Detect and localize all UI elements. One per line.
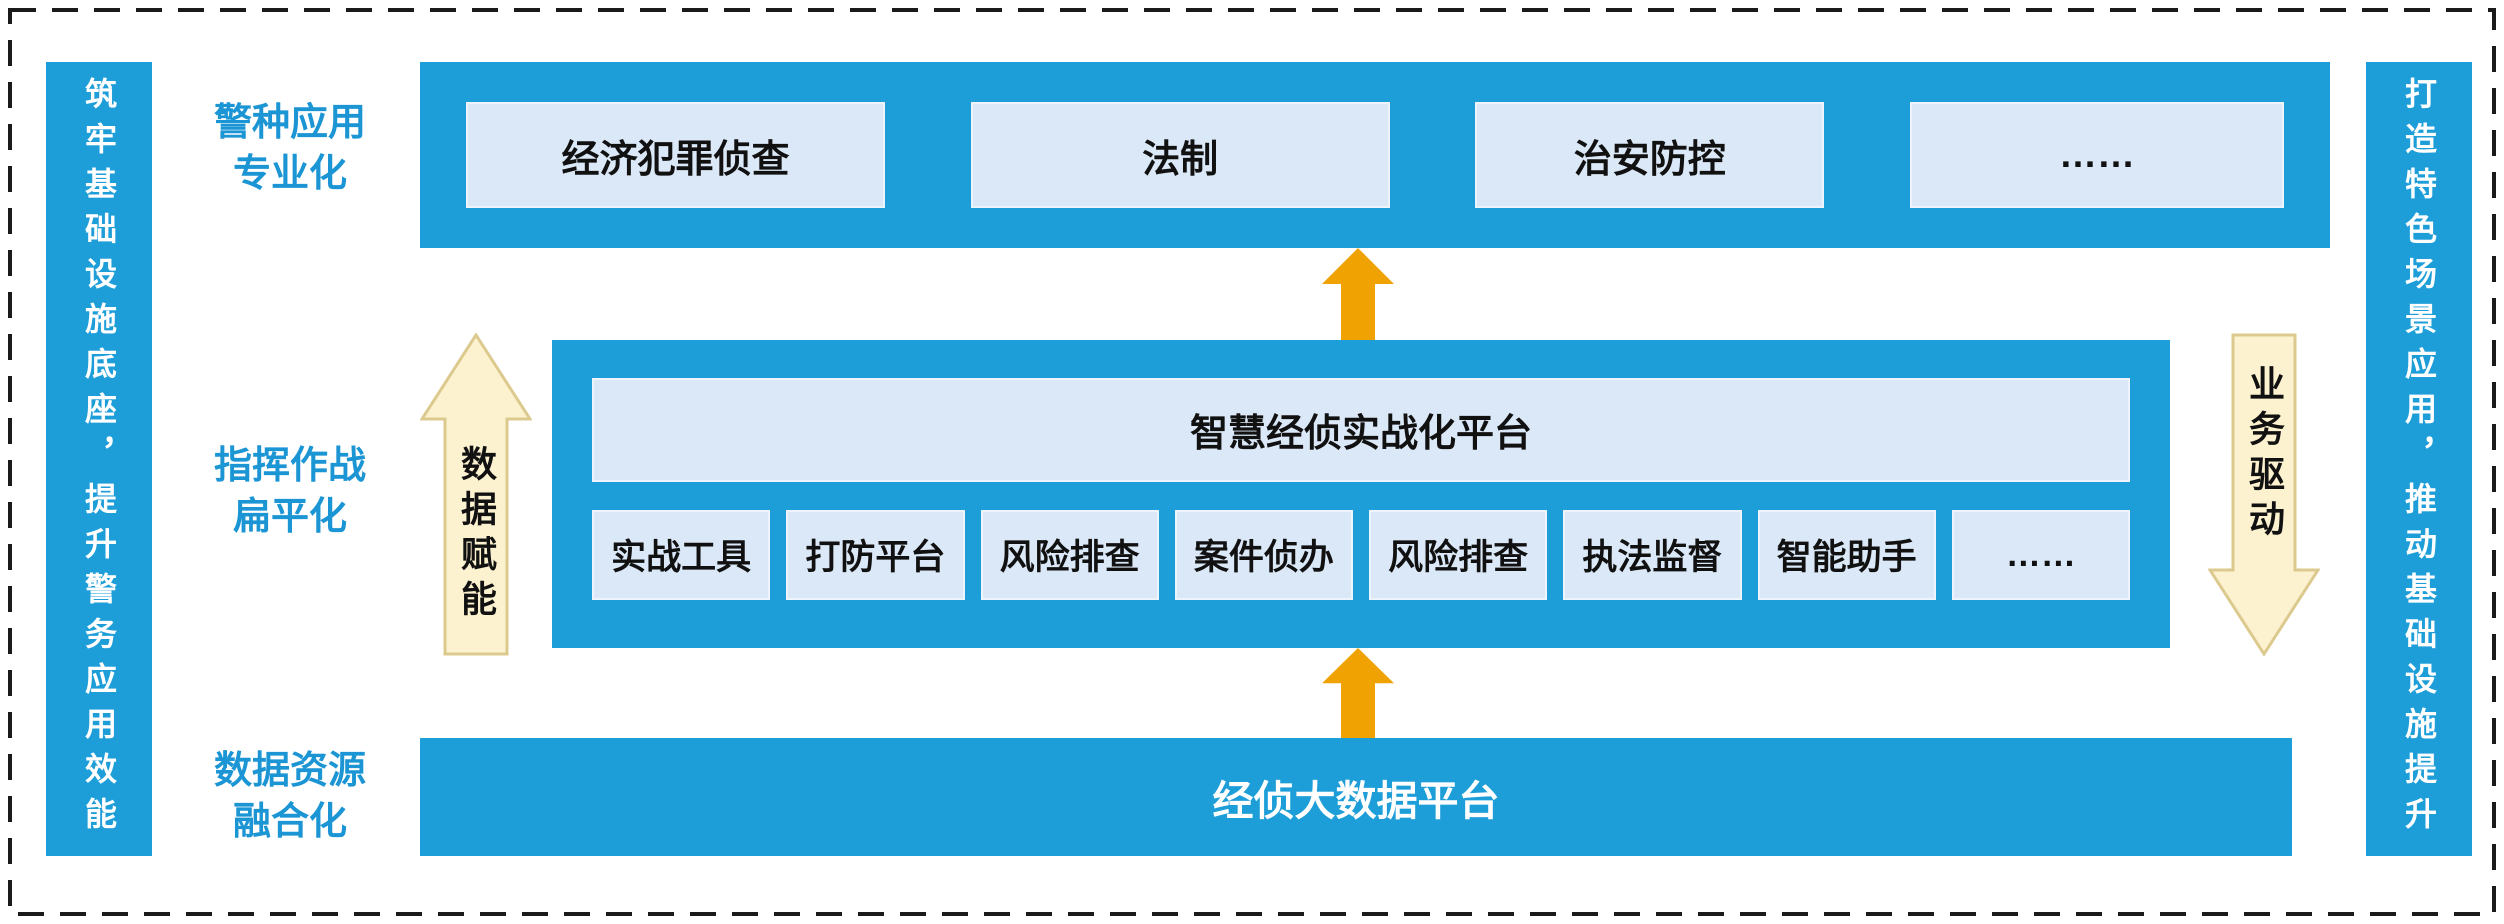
right-goal-banner: 打造特色场景应用，推动基础设施提升 bbox=[2366, 62, 2472, 856]
application-layer-band: 经济犯罪侦查 法制 治安防控 …… bbox=[420, 62, 2330, 248]
app-box-label: 经济犯罪侦查 bbox=[561, 138, 790, 181]
layer-label-line2: 专业化 bbox=[232, 153, 347, 196]
module-label: 执法监督 bbox=[1582, 538, 1723, 578]
big-data-platform-title: 经侦大数据平台 bbox=[1212, 778, 1500, 824]
up-block-arrow-shape bbox=[420, 333, 532, 656]
module-box-law-enforcement-supervision: 执法监督 bbox=[1563, 509, 1742, 600]
layer-label-line1: 警种应用 bbox=[213, 102, 366, 144]
layer-label-data-resources: 数据资源 融合化 bbox=[160, 746, 420, 849]
platform-layer-band: 智慧经侦实战化平台 实战工具 打防平台 风险排查 案件侦办 风险排查 执法监督 … bbox=[552, 340, 2170, 648]
app-box-label: 法制 bbox=[1142, 138, 1219, 181]
layer-label-command-operations: 指挥作战 扁平化 bbox=[160, 441, 420, 544]
up-arrow-middle-to-top bbox=[1322, 248, 1394, 340]
app-box-legal-system: 法制 bbox=[970, 102, 1390, 208]
business-driven-arrow: 业务驱动 bbox=[2208, 333, 2320, 656]
data-empowerment-arrow: 数据赋能 bbox=[420, 333, 532, 656]
data-empowerment-label: 数据赋能 bbox=[456, 444, 497, 625]
app-box-ellipsis: …… bbox=[1909, 102, 2284, 208]
left-goal-text: 筑牢基础设施底座，提升警务应用效能 bbox=[81, 76, 117, 842]
layer-label-line2: 扁平化 bbox=[232, 496, 347, 539]
module-box-combat-tools: 实战工具 bbox=[592, 509, 771, 600]
layer-label-line1: 数据资源 bbox=[213, 750, 366, 792]
module-label: 风险排查 bbox=[1388, 538, 1529, 578]
app-box-economic-crime-investigation: 经济犯罪侦查 bbox=[466, 102, 885, 208]
app-box-label: 治安防控 bbox=[1573, 138, 1726, 181]
app-box-public-security-control: 治安防控 bbox=[1475, 102, 1825, 208]
module-label: 智能助手 bbox=[1776, 538, 1917, 578]
data-empowerment-label-wrap: 数据赋能 bbox=[420, 419, 532, 650]
business-driven-label-wrap: 业务驱动 bbox=[2208, 339, 2320, 570]
big-data-platform-band: 经侦大数据平台 bbox=[420, 738, 2292, 856]
up-arrow-bottom-to-middle bbox=[1322, 648, 1394, 738]
module-label: 实战工具 bbox=[611, 538, 752, 578]
layer-label-line2: 融合化 bbox=[232, 801, 347, 844]
module-box-case-investigation: 案件侦办 bbox=[1174, 509, 1353, 600]
layer-label-police-application: 警种应用 专业化 bbox=[160, 98, 420, 201]
module-label: 风险排查 bbox=[999, 538, 1140, 578]
module-box-strike-prevention-platform: 打防平台 bbox=[786, 509, 965, 600]
module-box-risk-screening-2: 风险排查 bbox=[1369, 509, 1548, 600]
module-label: 打防平台 bbox=[805, 538, 946, 578]
module-label: 案件侦办 bbox=[1193, 538, 1334, 578]
module-label: …… bbox=[2005, 534, 2076, 574]
left-goal-banner: 筑牢基础设施底座，提升警务应用效能 bbox=[46, 62, 152, 856]
business-driven-label: 业务驱动 bbox=[2244, 364, 2285, 545]
modules-row: 实战工具 打防平台 风险排查 案件侦办 风险排查 执法监督 智能助手 …… bbox=[592, 509, 2130, 600]
module-box-ellipsis: …… bbox=[1951, 509, 2130, 600]
app-box-label: …… bbox=[2058, 133, 2135, 176]
module-box-smart-assistant: 智能助手 bbox=[1757, 509, 1936, 600]
right-goal-text: 打造特色场景应用，推动基础设施提升 bbox=[2401, 76, 2437, 842]
module-box-risk-screening: 风险排查 bbox=[980, 509, 1159, 600]
down-block-arrow-shape bbox=[2208, 333, 2320, 656]
platform-title-box: 智慧经侦实战化平台 bbox=[592, 378, 2130, 482]
layer-label-line1: 指挥作战 bbox=[213, 445, 366, 487]
platform-title: 智慧经侦实战化平台 bbox=[1189, 413, 1532, 456]
